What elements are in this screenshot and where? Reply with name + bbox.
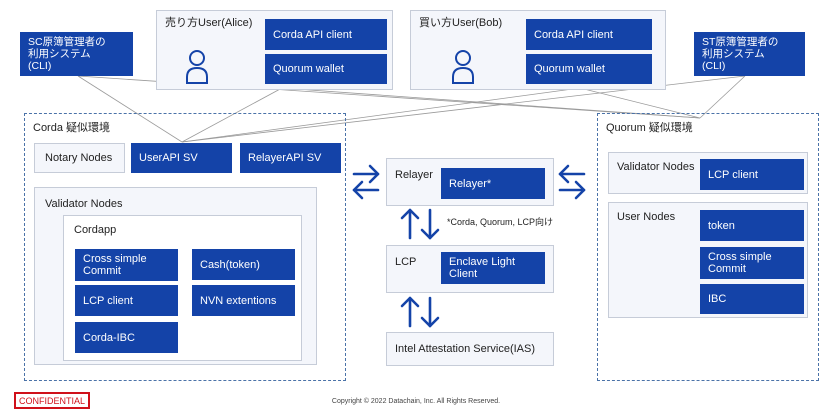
notary-nodes: Notary Nodes [34,143,125,173]
bidirectional-arrow-icon [558,164,586,200]
cordapp-label: Cordapp [74,224,117,236]
corda-validator-label: Validator Nodes [45,198,123,210]
quorum-user-nodes-label: User Nodes [617,211,676,223]
sc-system-box: SC原簿管理者の 利用システム (CLI) [20,32,133,76]
quorum-item-cross-simple-commit: Cross simple Commit [700,247,804,279]
bob-corda-client: Corda API client [526,19,652,50]
connector-line [699,75,746,119]
relayer-label: Relayer [395,169,433,181]
user-icon [186,50,208,84]
cordapp-item-cash-token: Cash(token) [192,249,295,280]
relayer-note: *Corda, Quorum, LCP向け [447,217,554,227]
vertical-bidirectional-arrow-icon [400,296,440,328]
alice-corda-client: Corda API client [265,19,387,50]
user-icon [452,50,474,84]
corda-environment: Corda 疑似環境 [24,113,346,381]
relayer-panel: Relayer Relayer* [386,158,554,206]
quorum-item-ibc: IBC [700,284,804,314]
cordapp-item-nvn-extentions: NVN extentions [192,285,295,316]
lcp-label: LCP [395,256,417,268]
quorum-env-label: Quorum 疑似環境 [606,122,693,134]
bob-label: 買い方User(Bob) [419,17,503,29]
quorum-lcp-client: LCP client [700,159,804,190]
userapi-sv: UserAPI SV [131,143,232,173]
connector-line [181,87,581,143]
alice-panel: 売り方User(Alice) Corda API client Quorum w… [156,10,393,90]
quorum-environment: Quorum 疑似環境 [597,113,819,381]
bob-panel: 買い方User(Bob) Corda API client Quorum wal… [410,10,666,90]
quorum-item-token: token [700,210,804,241]
cordapp-item-cross-simple-commit: Cross simple Commit [75,249,178,281]
quorum-user-nodes: User Nodes token Cross simple Commit IBC [608,202,808,318]
bidirectional-arrow-icon [352,164,380,200]
st-system-box: ST原簿管理者の 利用システム (CLI) [694,32,805,76]
notary-nodes-label: Notary Nodes [45,151,113,164]
cordapp-item-corda-ibc: Corda-IBC [75,322,178,353]
vertical-bidirectional-arrow-icon [400,208,440,240]
alice-label: 売り方User(Alice) [165,17,253,29]
connector-line [77,75,183,143]
ias-panel: Intel Attestation Service(IAS) [386,332,554,366]
bob-quorum-wallet: Quorum wallet [526,54,652,84]
relayerapi-sv: RelayerAPI SV [240,143,341,173]
copyright-text: Copyright © 2022 Datachain, Inc. All Rig… [331,398,501,405]
quorum-validator-label: Validator Nodes [617,161,695,173]
enclave-light-client: Enclave Light Client [441,252,545,284]
quorum-validator-nodes: Validator Nodes LCP client [608,152,808,194]
corda-env-label: Corda 疑似環境 [33,122,111,134]
connector-line [181,87,283,143]
relayer-inner: Relayer* [441,168,545,199]
cordapp-item-lcp-client: LCP client [75,285,178,316]
confidential-badge: CONFIDENTIAL [14,392,90,409]
lcp-panel: LCP Enclave Light Client [386,245,554,293]
ias-label: Intel Attestation Service(IAS) [395,342,536,355]
alice-quorum-wallet: Quorum wallet [265,54,387,84]
